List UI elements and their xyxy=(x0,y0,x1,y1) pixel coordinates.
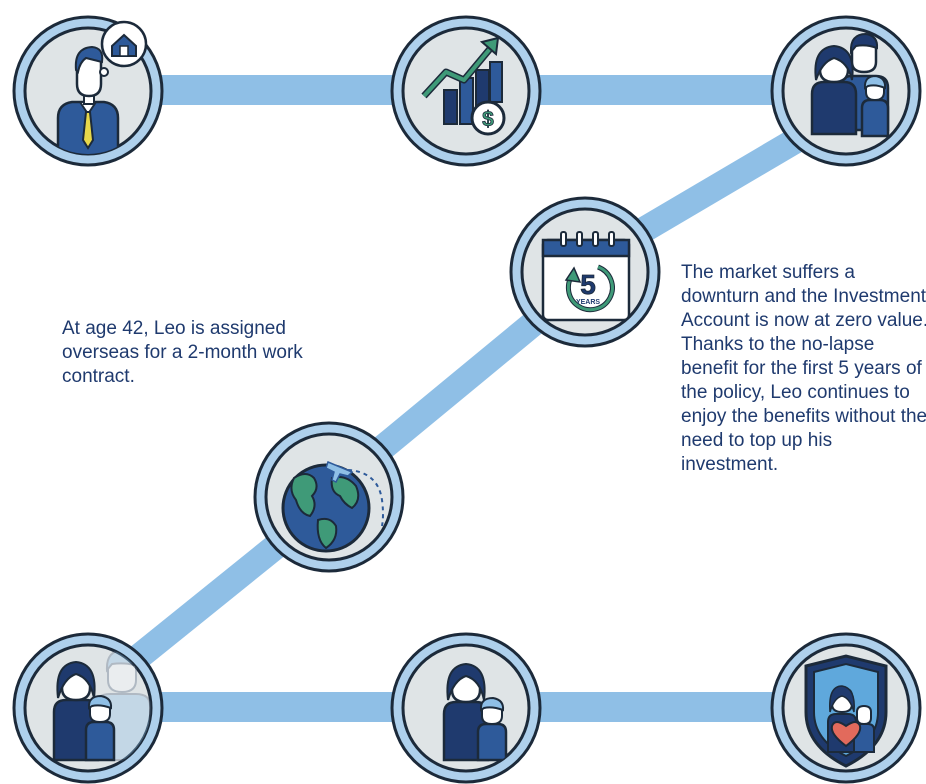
path-bottom-right xyxy=(528,692,784,722)
node-family-father-absent xyxy=(12,632,164,784)
node-overseas xyxy=(253,421,405,573)
node-five-years: 5 YEARS xyxy=(509,196,661,348)
node-family-protected xyxy=(770,632,922,784)
node-investment-growth: $ xyxy=(390,15,542,167)
timeline-path xyxy=(150,75,784,722)
growth-chart-dollar-icon: $ xyxy=(421,36,506,136)
calendar-number: 5 xyxy=(580,269,596,300)
dollar-sign: $ xyxy=(482,108,494,131)
path-bottom-left xyxy=(150,692,405,722)
caption-overseas-assignment: At age 42, Leo is assigned overseas for … xyxy=(62,318,303,387)
calendar-caption: YEARS xyxy=(576,299,600,306)
path-diagonal-2 xyxy=(371,307,549,461)
path-top-right xyxy=(528,75,784,105)
mother-child-icon xyxy=(442,662,508,762)
globe-airplane-icon xyxy=(281,460,384,553)
path-diagonal-3 xyxy=(116,532,289,679)
path-diagonal-1 xyxy=(623,120,817,250)
caption-no-lapse-benefit: The market suffers a downturn and the In… xyxy=(681,262,926,475)
node-family xyxy=(770,15,922,167)
thought-bubble-house-icon xyxy=(99,20,148,77)
node-man-dreaming-home xyxy=(12,15,164,167)
calendar-5-years-icon: 5 YEARS xyxy=(541,231,631,322)
shield-heart-family-icon xyxy=(804,654,888,768)
man-thinking-house-icon xyxy=(56,45,120,154)
node-mother-child xyxy=(390,632,542,784)
family-icon xyxy=(810,32,890,138)
path-top-left xyxy=(150,75,405,105)
